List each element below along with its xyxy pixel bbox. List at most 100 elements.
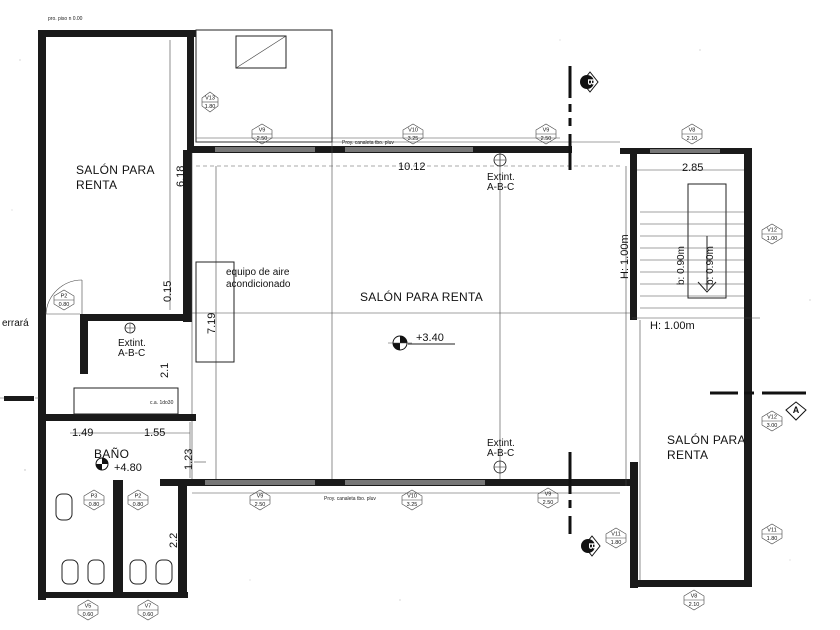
left-top-room [38,30,196,600]
tag-p2-left-size: 0.80 [59,302,70,308]
tag-p3-size: 0.80 [89,502,100,508]
tag-v9-bottomright-size: 2.50 [543,500,554,506]
tag-v13: V13 1.80 [201,91,219,113]
extint-bottom-class: A-B-C [487,448,514,459]
right-room-label-1: SALÓN PARA [667,432,746,447]
section-a-right [710,391,807,421]
tag-v9-bottom-size: 2.50 [255,502,266,508]
tag-v9-top-code: V9 [259,128,266,134]
tag-v9-top-size: 2.50 [257,136,268,142]
tag-p2-left-code: P2 [61,294,68,300]
extintor-bottom [493,460,507,474]
tag-v8-top: V8 2.10 [681,123,703,145]
tag-v5: V5 0.60 [77,599,99,621]
extint-left-label: Extint. [118,338,146,349]
main-salon [191,142,632,486]
section-b-bottom [568,452,601,557]
tag-v8-top-size: 2.10 [687,136,698,142]
level-main: +3.40 [416,332,444,344]
tag-v9-topright-size: 2.50 [541,136,552,142]
left-top-room-label-2: RENTA [76,178,117,192]
dim-stair-height: H: 1.00m [619,234,631,279]
dim-left-height: 6.18 [175,166,187,187]
tag-v9-bottom-code: V9 [257,494,264,500]
tag-v10-bottom: V10 3.25 [401,489,423,511]
tag-v12-top-code: V12 [767,228,777,234]
bath-label: BAÑO [94,447,129,461]
stair-area [620,148,760,588]
tag-v8-bottom-size: 2.10 [689,602,700,608]
tag-v11-a-size: 1.80 [611,540,622,546]
tag-v12-mid-size: 3.00 [767,423,778,429]
tag-v10-top-size: 3.25 [408,136,419,142]
tag-v9-top: V9 2.50 [251,123,273,145]
extint-top-class: A-B-C [487,182,514,193]
tag-v5-size: 0.60 [83,612,94,618]
dim-step-a: b: 0.90m [676,246,687,285]
extint-left-class: A-B-C [118,348,145,359]
tag-v11-a: V11 1.80 [605,527,627,549]
tag-p2-bath-code: P2 [135,494,142,500]
aire-label-1: equipo de aire [226,267,290,278]
tag-v11-b-size: 1.80 [767,536,778,542]
bath-area [0,314,206,598]
tag-v7-code: V7 [145,604,152,610]
tag-v10-top: V10 3.25 [402,123,424,145]
tag-v9-topright: V9 2.50 [535,123,557,145]
tag-v9-bottomright-code: V9 [545,492,552,498]
mid-note: c.a. 1do30 [150,400,174,406]
tag-v10-bottom-code: V10 [407,494,417,500]
tag-v10-bottom-size: 3.25 [407,502,418,508]
dim-bath-123: 1.23 [183,449,195,470]
dim-step-b: b: 0.90m [705,246,716,285]
tag-v7: V7 0.60 [137,599,159,621]
tag-p2-bath: P2 0.80 [127,489,149,511]
tag-v13-size: 1.80 [205,104,216,110]
tag-v11-b-code: V11 [767,528,776,534]
tag-v10-top-code: V10 [408,128,418,134]
dim-gap-21: 2.1 [159,363,171,378]
tag-v12-mid: V12 3.00 [761,410,783,432]
dim-top-length: 10.12 [398,161,426,173]
axis-b-top: B [586,79,596,86]
tag-v5-code: V5 [85,604,92,610]
dim-landing: H: 1.00m [650,320,695,332]
proy-bottom-note: Proy. canaleta tbo. pluv [324,496,376,502]
tag-v8-top-code: V8 [689,128,696,134]
cerrar-label: errará [2,318,29,329]
section-b-top [568,66,599,170]
level-bath: +4.80 [114,462,142,474]
tag-v8-bottom-code: V8 [691,594,698,600]
axis-b-bottom: B [587,543,597,550]
tag-v11-b: V11 1.80 [761,523,783,545]
dim-bath-149: 1.49 [72,427,93,439]
right-room-label-2: RENTA [667,448,708,462]
tag-v11-a-code: V11 [611,532,620,538]
tag-v8-bottom: V8 2.10 [683,589,705,611]
main-room-label: SALÓN PARA RENTA [360,289,483,304]
level-marker-main [388,335,455,351]
tag-p2-left: P2 0.80 [53,289,75,311]
tag-v9-bottom: V9 2.50 [249,489,271,511]
dim-wall-15: 0.15 [162,281,174,302]
extint-bottom-label: Extint. [487,438,515,449]
tag-v12-top: V12 1.00 [761,223,783,245]
tag-v9-bottomright: V9 2.50 [537,487,559,509]
aire-label-2: acondicionado [226,279,291,290]
tag-v9-topright-code: V9 [543,128,550,134]
extintor-top [493,153,507,167]
tag-v12-top-size: 1.00 [767,236,778,242]
dim-right-top: 2.85 [682,162,703,174]
dim-mid-719: 7.19 [206,313,218,334]
dim-bath-22: 2.2 [168,533,180,548]
tag-p2-bath-size: 0.80 [133,502,144,508]
top-note: pro. piso n 0.00 [48,16,83,22]
proy-top-note: Proy. canaleta tbo. pluv [342,140,394,146]
dim-bath-155: 1.55 [144,427,165,439]
tag-p3-code: P3 [91,494,98,500]
extint-top-label: Extint. [487,172,515,183]
tag-v12-mid-code: V12 [767,415,777,421]
tag-v7-size: 0.60 [143,612,154,618]
paper-noise [11,39,811,601]
